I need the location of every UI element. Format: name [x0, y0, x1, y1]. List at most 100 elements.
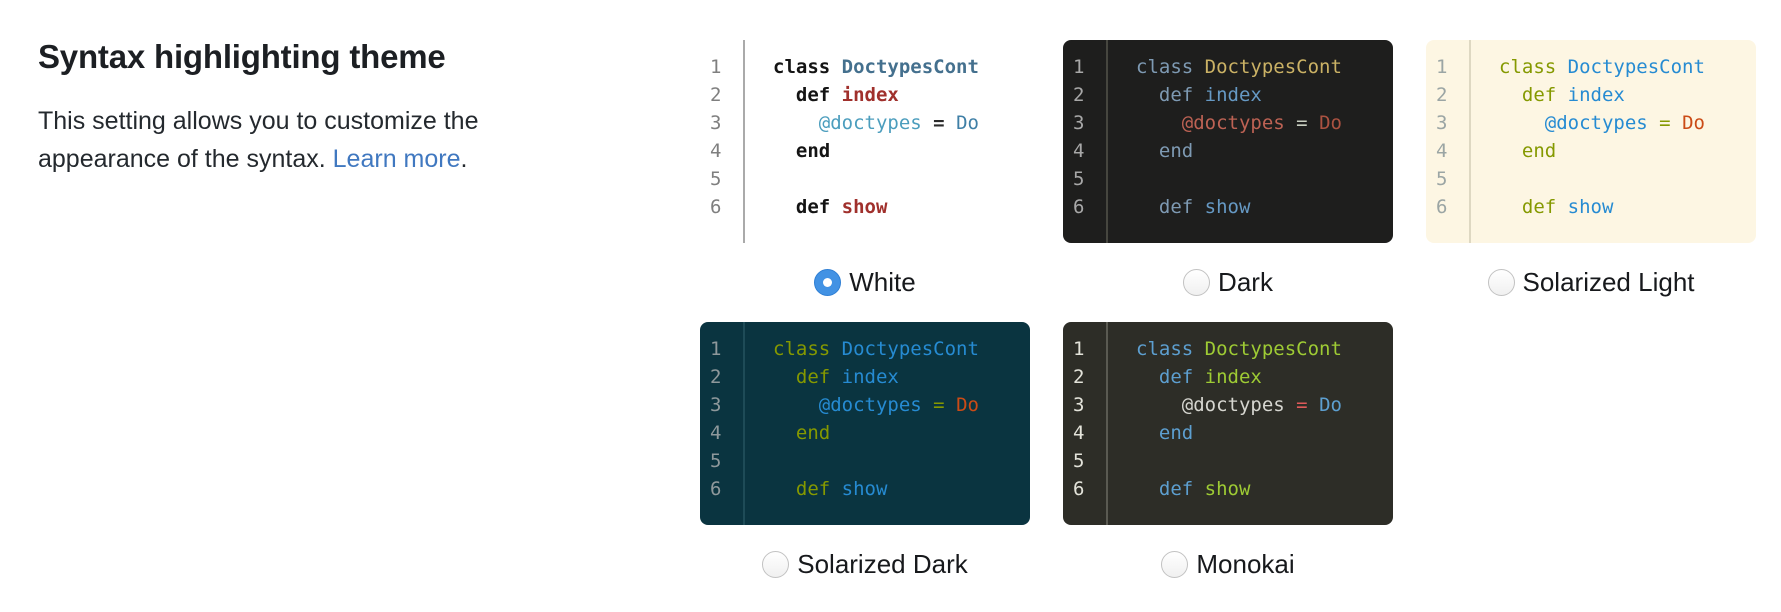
code-token: end	[1158, 140, 1194, 162]
code-token: class	[1499, 56, 1557, 78]
theme-radio-dark[interactable]	[1183, 268, 1211, 296]
line-number: 3	[710, 112, 722, 134]
theme-label-monokai[interactable]: Monokai	[1196, 548, 1295, 579]
line-number: 6	[1073, 478, 1085, 500]
code-token	[1499, 140, 1522, 162]
code-token	[1556, 56, 1567, 78]
line-number: 1	[1436, 56, 1448, 78]
code-token	[830, 478, 841, 500]
theme-radio-monokai[interactable]	[1161, 550, 1189, 578]
code-line	[1136, 165, 1393, 193]
code-token: index	[1204, 84, 1262, 106]
code-token: index	[1204, 366, 1262, 388]
code-line: end	[1136, 419, 1393, 447]
code-line	[773, 447, 1030, 475]
line-number: 4	[1073, 140, 1085, 162]
code-token: Do	[1319, 394, 1342, 416]
code-line: def index	[1136, 363, 1393, 391]
code-line: class DoctypesCont	[1136, 53, 1393, 81]
code-token	[1648, 112, 1659, 134]
code-line: class DoctypesCont	[773, 335, 1030, 363]
code-token	[773, 112, 819, 134]
theme-label-dark[interactable]: Dark	[1218, 266, 1273, 297]
line-number: 2	[1436, 84, 1448, 106]
line-number: 3	[710, 394, 722, 416]
code-token	[1308, 394, 1319, 416]
code-token: def	[795, 196, 831, 218]
code-line: end	[773, 137, 1030, 165]
code-token	[773, 196, 796, 218]
code-token: def	[1158, 84, 1194, 106]
code-token: show	[1567, 196, 1614, 218]
code-token	[945, 394, 956, 416]
code-token: def	[1158, 478, 1194, 500]
theme-label-solarized-dark[interactable]: Solarized Dark	[797, 548, 968, 579]
code-token: end	[795, 140, 831, 162]
theme-label-white[interactable]: White	[849, 266, 916, 297]
code-token: end	[1521, 140, 1557, 162]
code-token	[922, 394, 933, 416]
line-number: 4	[1436, 140, 1448, 162]
code-token	[1671, 112, 1682, 134]
code-token: show	[841, 478, 888, 500]
code-token: Do	[1319, 112, 1342, 134]
line-number: 3	[1073, 112, 1085, 134]
code-token	[1136, 478, 1159, 500]
code-token: DoctypesCont	[1204, 56, 1342, 78]
code-token: @doctypes	[818, 394, 922, 416]
code-line: end	[1136, 137, 1393, 165]
theme-radio-white[interactable]	[814, 268, 842, 296]
code-token: class	[773, 56, 831, 78]
code-token: =	[1296, 394, 1308, 416]
code-token	[1193, 366, 1204, 388]
line-number: 4	[1073, 422, 1085, 444]
code-line: class DoctypesCont	[1136, 335, 1393, 363]
line-number: 1	[1073, 56, 1085, 78]
code-line: @doctypes = Do	[773, 391, 1030, 419]
code-token	[1499, 84, 1522, 106]
code-sample: class DoctypesCont def index @doctypes =…	[745, 40, 1030, 243]
settings-intro: Syntax highlighting theme This setting a…	[38, 30, 658, 178]
code-line: def show	[1136, 193, 1393, 221]
code-token: class	[1136, 56, 1194, 78]
code-line: @doctypes = Do	[773, 109, 1030, 137]
code-token: =	[1296, 112, 1308, 134]
theme-radio-row-dark: Dark	[1183, 267, 1273, 297]
code-line	[1499, 165, 1756, 193]
line-number: 3	[1436, 112, 1448, 134]
code-token	[830, 338, 841, 360]
code-token	[1499, 112, 1545, 134]
code-token	[1193, 338, 1204, 360]
line-number: 5	[1436, 168, 1448, 190]
code-sample: class DoctypesCont def index @doctypes =…	[745, 322, 1030, 525]
line-number: 5	[1073, 168, 1085, 190]
code-line: @doctypes = Do	[1136, 109, 1393, 137]
learn-more-link[interactable]: Learn more	[332, 145, 461, 173]
code-token	[1308, 112, 1319, 134]
code-line: class DoctypesCont	[1499, 53, 1756, 81]
code-token	[773, 84, 796, 106]
code-token: def	[795, 366, 831, 388]
line-number: 6	[710, 478, 722, 500]
description-period: .	[460, 145, 468, 173]
code-token: show	[841, 196, 888, 218]
theme-label-solarized-light[interactable]: Solarized Light	[1522, 266, 1695, 297]
code-token: index	[841, 366, 899, 388]
theme-radio-solarized-dark[interactable]	[762, 550, 790, 578]
theme-radio-solarized-light[interactable]	[1487, 268, 1515, 296]
code-token	[773, 394, 819, 416]
code-sample: class DoctypesCont def index @doctypes =…	[1108, 322, 1393, 525]
code-token	[830, 56, 841, 78]
code-line: def index	[773, 81, 1030, 109]
theme-radio-row-monokai: Monokai	[1161, 548, 1295, 579]
